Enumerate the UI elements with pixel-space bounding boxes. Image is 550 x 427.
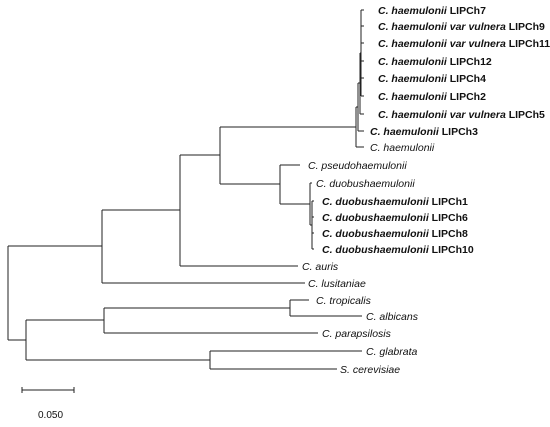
- taxon-species-name: C. pseudohaemulonii: [308, 160, 407, 172]
- taxon-label-lipch9: C. haemulonii var vulnera LIPCh9: [378, 21, 545, 33]
- taxon-label-haemulonii: C. haemulonii: [370, 142, 435, 154]
- taxon-species-name: C. haemulonii var vulnera: [378, 21, 506, 33]
- taxon-species-name: C. haemulonii: [370, 126, 440, 138]
- taxon-label-parapsilosis: C. parapsilosis: [322, 328, 392, 340]
- taxon-label-lipch10: C. duobushaemulonii LIPCh10: [322, 244, 474, 256]
- taxon-species-name: C. parapsilosis: [322, 328, 392, 340]
- taxon-species-name: C. haemulonii: [370, 142, 435, 154]
- taxon-species-name: C. haemulonii: [378, 91, 448, 103]
- taxon-label-tropicalis: C. tropicalis: [316, 295, 372, 307]
- scale-bar: 0.050: [21, 387, 75, 421]
- scale-bar-label: 0.050: [38, 410, 63, 421]
- taxon-label-pseudohaemulonii: C. pseudohaemulonii: [308, 160, 407, 172]
- taxon-species-name: C. duobushaemulonii: [322, 244, 430, 256]
- taxon-strain: LIPCh11: [506, 38, 550, 50]
- taxon-species-name: C. duobushaemulonii: [322, 212, 430, 224]
- taxon-label-auris: C. auris: [302, 261, 339, 273]
- taxon-label-lipch12: C. haemulonii LIPCh12: [378, 56, 492, 68]
- taxon-label-lipch3: C. haemulonii LIPCh3: [370, 126, 478, 138]
- taxon-label-lipch6: C. duobushaemulonii LIPCh6: [322, 212, 468, 224]
- taxon-strain: LIPCh8: [429, 228, 468, 240]
- taxon-label-lipch1: C. duobushaemulonii LIPCh1: [322, 196, 468, 208]
- taxon-strain: LIPCh2: [447, 91, 486, 103]
- taxon-species-name: C. auris: [302, 261, 339, 273]
- taxon-species-name: C. duobushaemulonii: [322, 196, 430, 208]
- taxon-strain: LIPCh3: [439, 126, 478, 138]
- taxon-strain: LIPCh6: [429, 212, 468, 224]
- taxon-label-lusitaniae: C. lusitaniae: [308, 278, 366, 290]
- taxon-species-name: C. haemulonii: [378, 73, 448, 85]
- taxon-labels: C. haemulonii LIPCh7 C. haemulonii var vu…: [302, 5, 550, 376]
- taxon-strain: LIPCh9: [506, 21, 545, 33]
- taxon-label-lipch2: C. haemulonii LIPCh2: [378, 91, 486, 103]
- taxon-species-name: C. haemulonii: [378, 5, 448, 17]
- taxon-strain: LIPCh1: [429, 196, 468, 208]
- taxon-label-lipch7: C. haemulonii LIPCh7: [378, 5, 486, 17]
- taxon-species-name: C. duobushaemulonii: [322, 228, 430, 240]
- taxon-strain: LIPCh12: [447, 56, 492, 68]
- taxon-label-duobushaemulonii: C. duobushaemulonii: [316, 178, 415, 190]
- taxon-label-lipch11: C. haemulonii var vulnera LIPCh11: [378, 38, 550, 50]
- taxon-species-name: C. haemulonii: [378, 56, 448, 68]
- taxon-strain: LIPCh4: [447, 73, 486, 85]
- taxon-species-name: C. haemulonii var vulnera: [378, 109, 506, 121]
- tree-branches: [7, 9, 364, 370]
- taxon-label-lipch5: C. haemulonii var vulnera LIPCh5: [378, 109, 545, 121]
- taxon-label-cerevisiae: S. cerevisiae: [340, 364, 400, 376]
- taxon-species-name: C. duobushaemulonii: [316, 178, 415, 190]
- taxon-label-lipch8: C. duobushaemulonii LIPCh8: [322, 228, 468, 240]
- taxon-label-albicans: C. albicans: [366, 311, 419, 323]
- taxon-strain: LIPCh10: [429, 244, 474, 256]
- taxon-label-lipch4: C. haemulonii LIPCh4: [378, 73, 486, 85]
- taxon-strain: LIPCh7: [447, 5, 486, 17]
- taxon-species-name: C. haemulonii var vulnera: [378, 38, 506, 50]
- taxon-strain: LIPCh5: [506, 109, 545, 121]
- taxon-species-name: C. glabrata: [366, 346, 418, 358]
- taxon-species-name: C. lusitaniae: [308, 278, 366, 290]
- taxon-species-name: S. cerevisiae: [340, 364, 400, 376]
- taxon-species-name: C. tropicalis: [316, 295, 372, 307]
- taxon-species-name: C. albicans: [366, 311, 419, 323]
- taxon-label-glabrata: C. glabrata: [366, 346, 418, 358]
